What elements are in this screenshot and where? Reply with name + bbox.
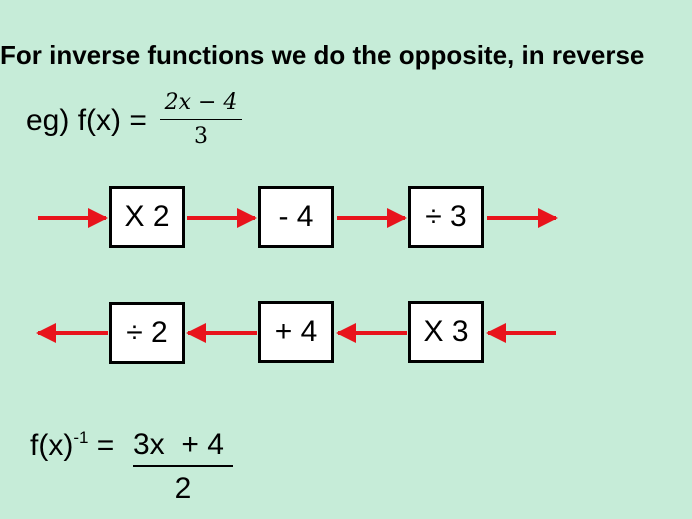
example-label: eg) f(x) = [26,104,147,137]
inverse-superscript: -1 [73,428,89,447]
inverse-f-of-x: f(x) [30,429,74,462]
forward-box-divide-3: ÷ 3 [408,186,484,248]
inverse-denominator: 2 [174,472,192,505]
inverse-box-divide-2: ÷ 2 [109,302,185,364]
example-fraction: 2𝑥 − 4 3 [160,90,242,149]
forward-box-multiply-2: X 2 [109,186,185,248]
forward-box-subtract-4: - 4 [258,186,334,248]
slide-title: For inverse functions we do the opposite… [0,40,645,70]
inverse-function-label: f(x)-1 = [30,428,114,463]
inverse-numerator: 3x + 4 [133,428,233,467]
inverse-box-multiply-3: X 3 [408,301,484,363]
inverse-box-add-4: + 4 [258,301,334,363]
example-denominator: 3 [194,124,208,149]
example-numerator: 2𝑥 − 4 [160,90,242,120]
inverse-equals: = [88,429,115,462]
